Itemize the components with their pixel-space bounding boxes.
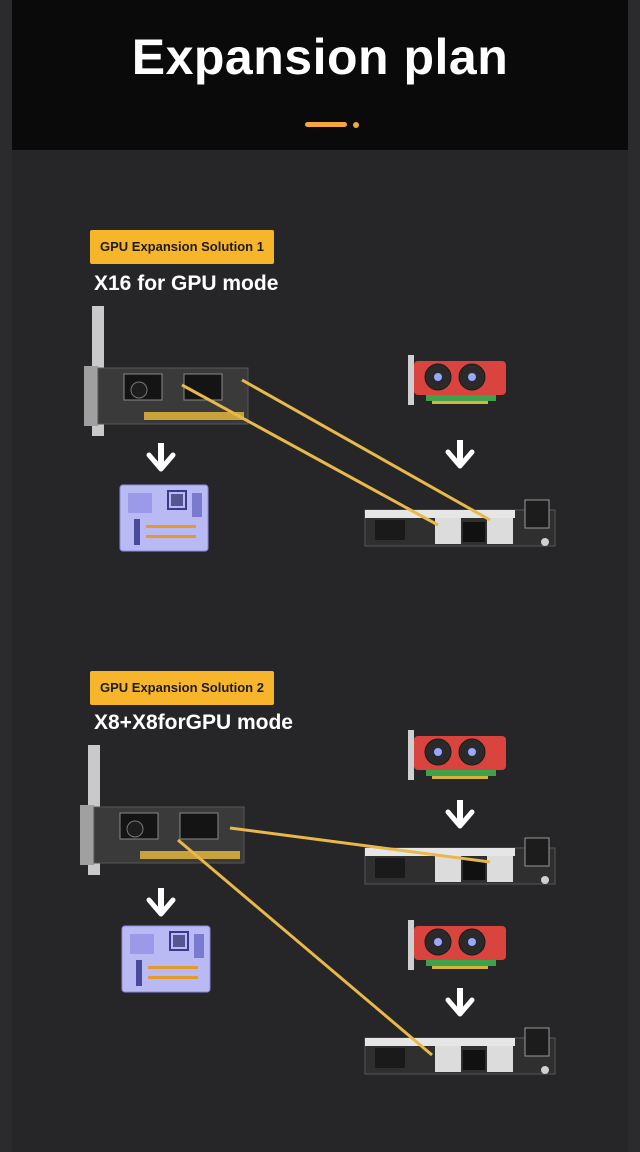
gpu-card-icon xyxy=(407,354,507,406)
motherboard-icon xyxy=(121,925,211,993)
page-title: Expansion plan xyxy=(131,29,509,85)
title-underline-dot xyxy=(353,122,359,128)
down-arrow-icon xyxy=(149,443,173,469)
riser-board-icon xyxy=(364,837,556,885)
page-header: Expansion plan xyxy=(12,0,628,150)
solution1-badge: GPU Expansion Solution 1 xyxy=(90,230,274,264)
solution2-badge: GPU Expansion Solution 2 xyxy=(90,671,274,705)
title-underline xyxy=(305,122,347,127)
riser-board-icon xyxy=(364,1027,556,1075)
down-arrow-icon xyxy=(448,440,472,466)
adapter-card-icon xyxy=(83,305,249,437)
gpu-card-icon xyxy=(407,919,507,971)
adapter-card-icon xyxy=(79,744,245,876)
gpu-card-icon xyxy=(407,729,507,781)
down-arrow-icon xyxy=(448,988,472,1014)
solution2-mode: X8+X8forGPU mode xyxy=(94,711,293,734)
solution1-mode: X16 for GPU mode xyxy=(94,272,279,295)
down-arrow-icon xyxy=(448,800,472,826)
riser-board-icon xyxy=(364,499,556,547)
motherboard-icon xyxy=(119,484,209,552)
down-arrow-icon xyxy=(149,888,173,914)
